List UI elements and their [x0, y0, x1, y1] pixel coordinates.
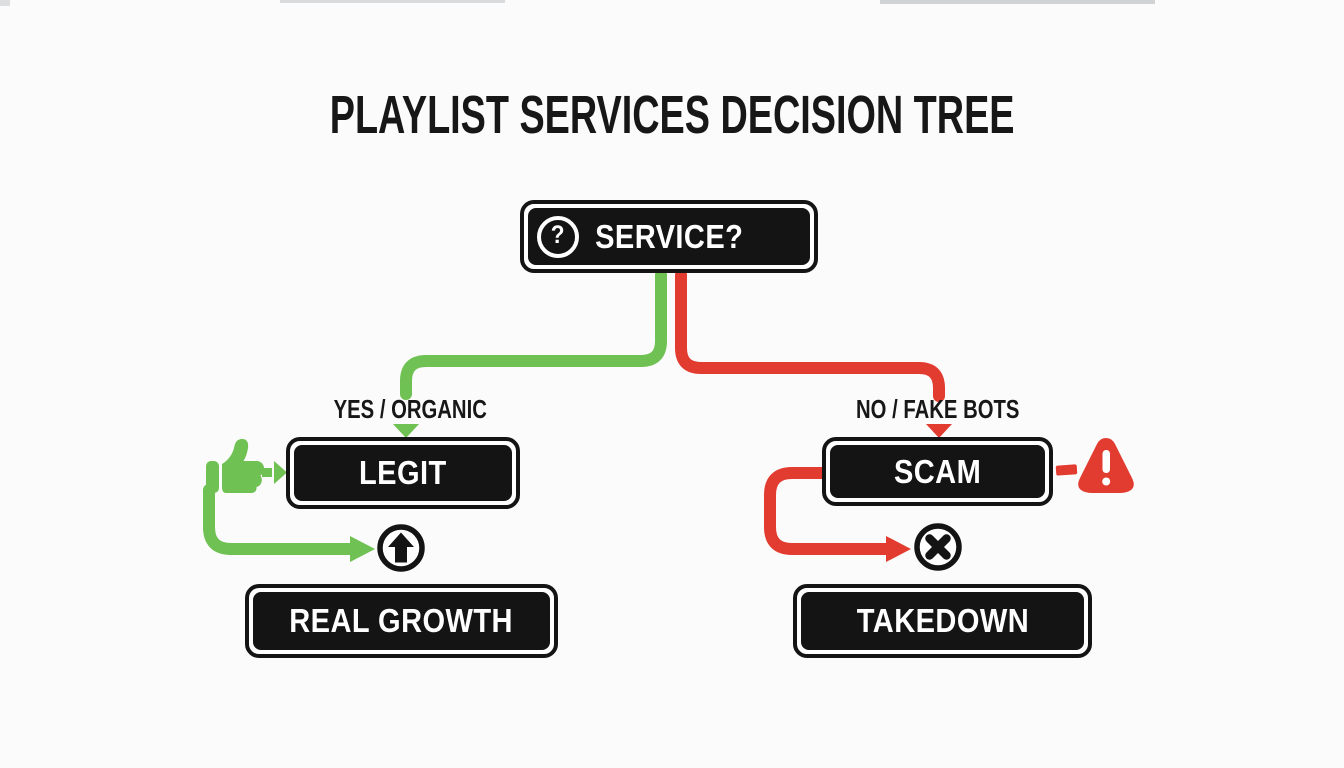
page-title-text: PLAYLIST SERVICES DECISION TREE: [329, 85, 1015, 145]
green-arrow-right-icon: [262, 461, 287, 484]
legit-node: LEGIT: [286, 437, 520, 509]
takedown-node: TAKEDOWN: [793, 584, 1092, 658]
green-elbow-line: [203, 484, 356, 555]
red-elbow-arrowhead-icon: [886, 536, 911, 562]
yes-organic-label: YES / ORGANIC: [333, 394, 487, 424]
top-edge-artifact: [280, 0, 505, 3]
real-growth-node-inner: REAL GROWTH: [253, 592, 550, 650]
growth-up-arrow-circle-icon: [377, 524, 425, 572]
red-branch-arrowhead-icon: [926, 424, 952, 438]
red-branch-line: [675, 269, 945, 402]
legit-node-label: LEGIT: [359, 454, 447, 491]
takedown-node-label: TAKEDOWN: [856, 602, 1029, 639]
warning-triangle-icon: [1055, 438, 1134, 493]
thumbs-up-icon: [206, 439, 265, 493]
service-node-inner: ? SERVICE?: [528, 208, 810, 265]
real-growth-node-label: REAL GROWTH: [289, 602, 514, 639]
question-circle-icon: ?: [537, 215, 579, 258]
question-glyph: ?: [551, 221, 565, 249]
legit-node-inner: LEGIT: [294, 445, 512, 501]
red-elbow-line: [764, 467, 892, 555]
scam-node-label: SCAM: [893, 452, 982, 490]
top-edge-artifact: [880, 0, 1155, 4]
page-title: PLAYLIST SERVICES DECISION TREE: [0, 84, 1344, 146]
green-branch-line: [400, 269, 667, 400]
service-node-label: SERVICE?: [594, 217, 744, 255]
real-growth-node: REAL GROWTH: [245, 584, 558, 658]
green-branch-arrowhead-icon: [393, 424, 419, 438]
scam-node: SCAM: [822, 437, 1053, 506]
x-circle-icon: [914, 523, 962, 571]
takedown-node-inner: TAKEDOWN: [801, 592, 1084, 650]
green-elbow-arrowhead-icon: [350, 536, 375, 562]
top-edge-artifact: [0, 0, 10, 6]
service-node: ? SERVICE?: [520, 200, 818, 273]
no-fake-bots-label: NO / FAKE BOTS: [856, 394, 1020, 424]
scam-node-inner: SCAM: [830, 445, 1045, 498]
